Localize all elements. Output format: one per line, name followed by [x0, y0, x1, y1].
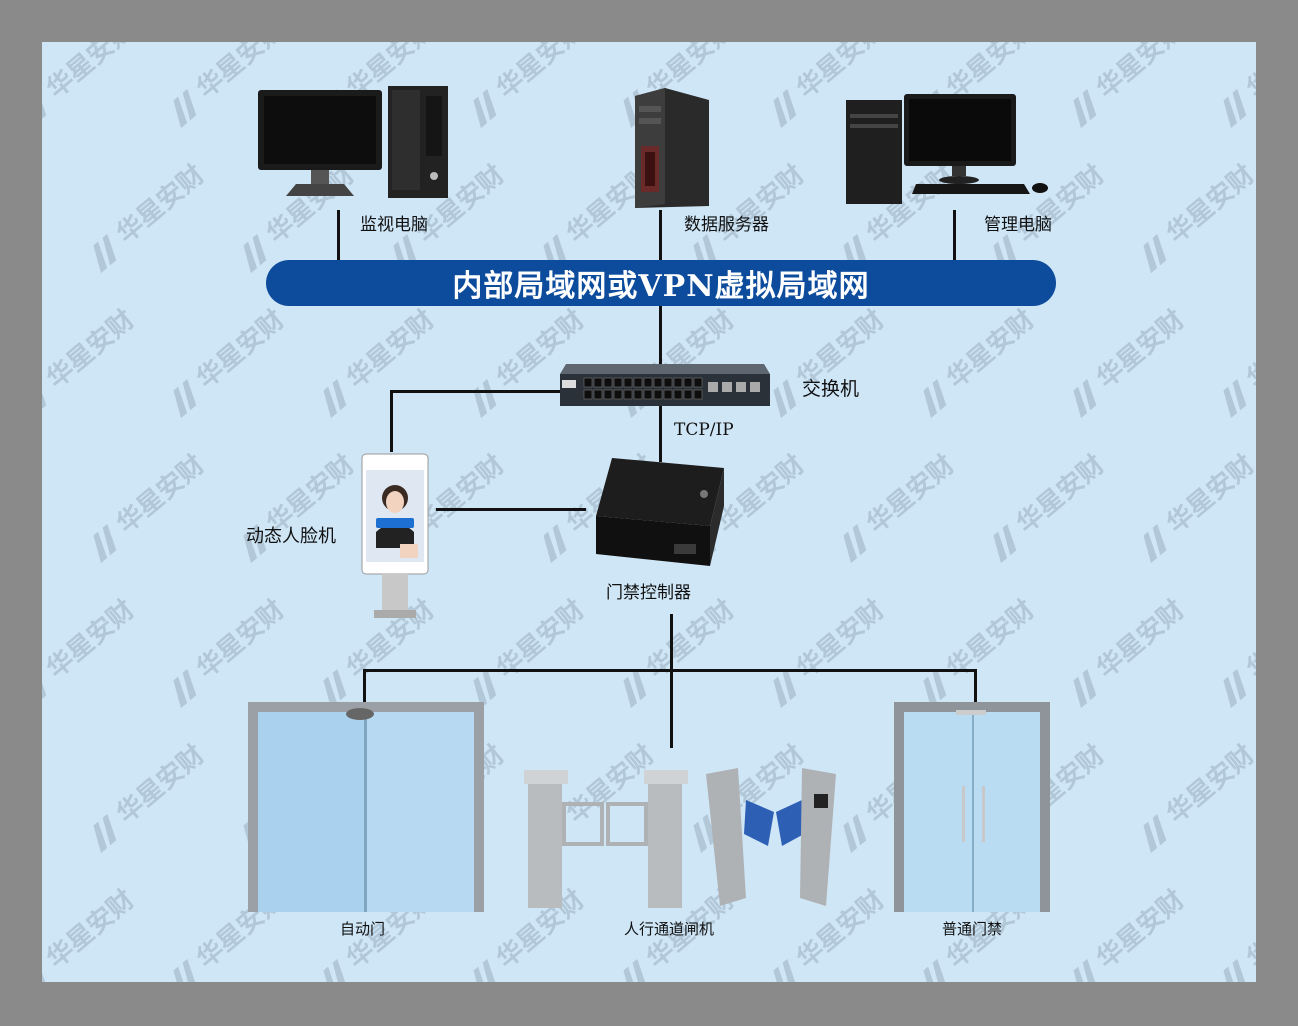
management-pc-icon — [846, 94, 1048, 204]
watermark-text: 华星安财 — [457, 590, 591, 711]
pedestrian-gate-label: 人行通道闸机 — [624, 920, 715, 938]
wire-monitor-pc — [337, 210, 340, 262]
wire-bus-horizontal — [363, 669, 977, 672]
wire-bus-autodoor — [363, 669, 366, 703]
watermark-text: 华星安财 — [1207, 300, 1256, 421]
watermark-text: 华星安财 — [227, 155, 361, 276]
watermark-text: 华星安财 — [757, 590, 891, 711]
normal-access-label: 普通门禁 — [942, 920, 1003, 938]
wire-switch-controller — [659, 404, 662, 462]
pedestrian-gate-icon — [524, 768, 836, 908]
watermark-text: 华星安财 — [157, 300, 291, 421]
auto-door-icon — [248, 702, 484, 912]
wire-lan-switch — [659, 306, 662, 366]
watermark-text: 华星安财 — [527, 445, 661, 566]
watermark-text: 华星安财 — [227, 445, 361, 566]
watermark-text: 华星安财 — [757, 880, 891, 982]
watermark-text: 华星安财 — [42, 880, 141, 982]
watermark-text: 华星安财 — [757, 42, 891, 131]
normal-access-door-icon — [894, 702, 1050, 912]
watermark-text: 华星安财 — [1207, 880, 1256, 982]
watermark-text: 华星安财 — [77, 445, 211, 566]
watermark-text: 华星安财 — [157, 880, 291, 982]
watermark-text: 华星安财 — [42, 300, 141, 421]
access-controller-label: 门禁控制器 — [606, 583, 691, 603]
watermark-text: 华星安财 — [1057, 42, 1191, 131]
watermark-text: 华星安财 — [1207, 590, 1256, 711]
watermark-text: 华星安财 — [1127, 445, 1256, 566]
watermark-text: 华星安财 — [42, 42, 141, 131]
lan-title: 内部局域网或VPN虚拟局域网 — [452, 269, 870, 304]
face-terminal-label: 动态人脸机 — [246, 526, 336, 547]
watermark-text: 华星安财 — [607, 590, 741, 711]
switch-label: 交换机 — [802, 378, 860, 400]
watermark-text: 华星安财 — [1057, 300, 1191, 421]
watermark-text: 华星安财 — [827, 735, 961, 856]
monitor-pc-label: 监视电脑 — [360, 215, 428, 235]
wire-bus-normal — [974, 669, 977, 703]
watermark-text: 华星安财 — [457, 42, 591, 131]
watermark-text: 华星安财 — [1207, 42, 1256, 131]
wire-switch-face-h — [390, 390, 562, 393]
watermark-text: 华星安财 — [757, 300, 891, 421]
wire-switch-face-v — [390, 390, 393, 452]
watermark-text: 华星安财 — [457, 880, 591, 982]
watermark-text: 华星安财 — [1127, 735, 1256, 856]
watermark-text: 华星安财 — [457, 300, 591, 421]
protocol-label: TCP/IP — [674, 420, 734, 440]
server-icon — [635, 88, 709, 208]
watermark-text: 华星安财 — [907, 590, 1041, 711]
watermark-text: 华星安财 — [607, 880, 741, 982]
watermark-text: 华星安财 — [42, 590, 141, 711]
watermark-text: 华星安财 — [307, 880, 441, 982]
watermark-text: 华星安财 — [77, 735, 211, 856]
auto-door-label: 自动门 — [340, 920, 386, 938]
watermark-text: 华星安财 — [77, 155, 211, 276]
management-pc-label: 管理电脑 — [984, 215, 1052, 235]
watermark-text: 华星安财 — [907, 300, 1041, 421]
watermark-text: 华星安财 — [1057, 880, 1191, 982]
wire-controller-bus — [670, 614, 673, 748]
wire-server — [659, 210, 662, 262]
diagram-canvas: 华星安财华星安财华星安财华星安财华星安财华星安财华星安财华星安财华星安财华星安财… — [42, 42, 1256, 982]
watermark-text: 华星安财 — [307, 300, 441, 421]
watermark-text: 华星安财 — [827, 445, 961, 566]
watermark-text: 华星安财 — [1057, 590, 1191, 711]
face-terminal-icon — [361, 453, 429, 618]
wire-management-pc — [953, 210, 956, 262]
monitor-pc-icon — [258, 86, 448, 198]
watermark-text: 华星安财 — [907, 880, 1041, 982]
lan-bar: 内部局域网或VPN虚拟局域网 — [266, 260, 1056, 306]
watermark-text: 华星安财 — [157, 42, 291, 131]
wire-face-controller — [436, 508, 586, 511]
switch-icon — [560, 364, 770, 406]
access-controller-icon — [596, 458, 724, 566]
watermark-text: 华星安财 — [1127, 155, 1256, 276]
watermark-text: 华星安财 — [307, 590, 441, 711]
server-label: 数据服务器 — [684, 215, 769, 235]
watermark-text: 华星安财 — [977, 445, 1111, 566]
watermark-text: 华星安财 — [157, 590, 291, 711]
watermark-text: 华星安财 — [677, 735, 811, 856]
